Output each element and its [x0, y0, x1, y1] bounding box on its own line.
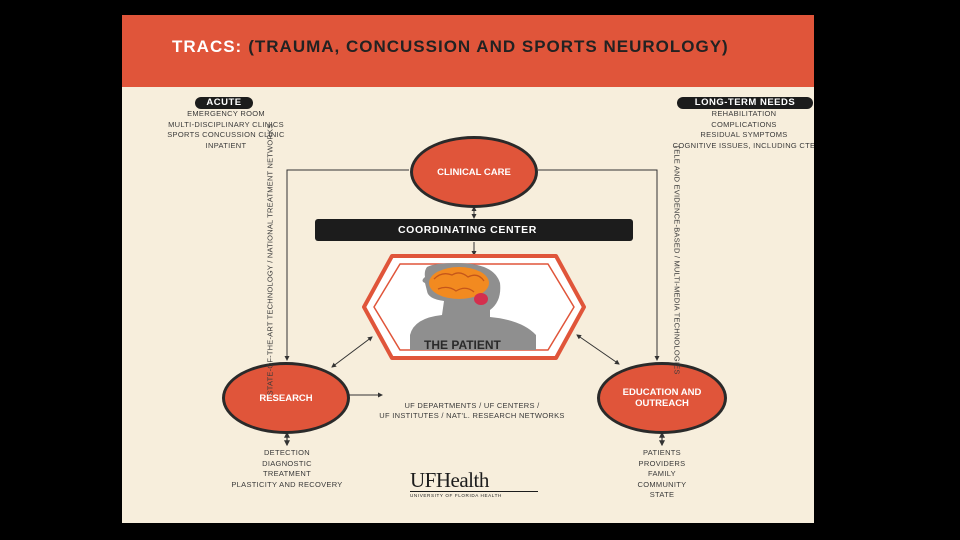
list-item: SPORTS CONCUSSION CLINIC [167, 130, 285, 139]
acute-pill: ACUTE [195, 97, 253, 109]
list-item: PATIENTS [643, 448, 681, 457]
head-silhouette-icon [410, 263, 536, 350]
list-item: STATE [649, 490, 675, 499]
page-title: TRACS: (TRAUMA, CONCUSSION AND SPORTS NEU… [172, 37, 729, 57]
slide: TRACS: (TRAUMA, CONCUSSION AND SPORTS NEU… [122, 15, 814, 523]
logo-main-text: UFHealth [410, 468, 489, 492]
education-items-list: PATIENTS PROVIDERS FAMILY COMMUNITY STAT… [602, 448, 722, 501]
patient-research-arrow [331, 336, 373, 368]
coordinating-center-label: COORDINATING CENTER [398, 224, 537, 236]
long-term-needs-pill: LONG-TERM NEEDS [677, 97, 813, 109]
acute-list: EMERGENCY ROOM MULTI-DISCIPLINARY CLINIC… [154, 109, 298, 151]
left-loop-connector [284, 169, 409, 361]
list-item: REHABILITATION [711, 109, 777, 118]
research-node: RESEARCH [222, 362, 350, 434]
coordinating-center-bar: COORDINATING CENTER [315, 219, 633, 241]
list-item: COMPLICATIONS [711, 119, 777, 129]
header-banner: TRACS: (TRAUMA, CONCUSSION AND SPORTS NEU… [122, 15, 814, 87]
left-side-label: STATE-OF-THE-ART TECHNOLOGY / NATIONAL T… [265, 123, 275, 396]
title-rest: (TRAUMA, CONCUSSION AND SPORTS NEUROLOGY… [248, 37, 729, 56]
list-item: RESIDUAL SYMPTOMS [700, 130, 788, 139]
connector-lines [284, 169, 665, 447]
education-outreach-node: EDUCATION AND OUTREACH [597, 362, 727, 434]
patient-education-arrow [576, 334, 620, 365]
list-item: TREATMENT [263, 469, 311, 478]
logo-sub-text: UNIVERSITY OF FLORIDA HEALTH [410, 491, 538, 498]
list-item: PROVIDERS [638, 458, 686, 468]
research-items-list: DETECTION DIAGNOSTIC TREATMENT PLASTICIT… [212, 448, 362, 490]
title-lead: TRACS: [172, 37, 243, 56]
right-loop-connector [538, 169, 660, 361]
uf-health-logo: UFHealth UNIVERSITY OF FLORIDA HEALTH [410, 469, 538, 498]
list-item: MULTI-DISCIPLINARY CLINICS [168, 119, 284, 129]
departments-text: UF DEPARTMENTS / UF CENTERS / UF INSTITU… [362, 401, 582, 420]
list-item: DIAGNOSTIC [262, 458, 312, 468]
patient-label: THE PATIENT [424, 338, 501, 352]
list-item: COGNITIVE ISSUES, INCLUDING CTE [672, 140, 814, 150]
list-item: INPATIENT [205, 140, 247, 150]
departments-line: UF DEPARTMENTS / UF CENTERS / [404, 401, 540, 410]
list-item: COMMUNITY [637, 479, 687, 489]
list-item: EMERGENCY ROOM [187, 109, 265, 118]
list-item: PLASTICITY AND RECOVERY [231, 479, 343, 489]
departments-line: UF INSTITUTES / NAT'L. RESEARCH NETWORKS [379, 410, 565, 420]
list-item: FAMILY [648, 469, 676, 478]
clinical-care-node: CLINICAL CARE [410, 136, 538, 208]
long-term-list: REHABILITATION COMPLICATIONS RESIDUAL SY… [656, 109, 814, 151]
right-side-label: TELE AND EVIDENCE-BASED / MULTI-MEDIA TE… [672, 144, 682, 375]
list-item: DETECTION [263, 448, 311, 457]
